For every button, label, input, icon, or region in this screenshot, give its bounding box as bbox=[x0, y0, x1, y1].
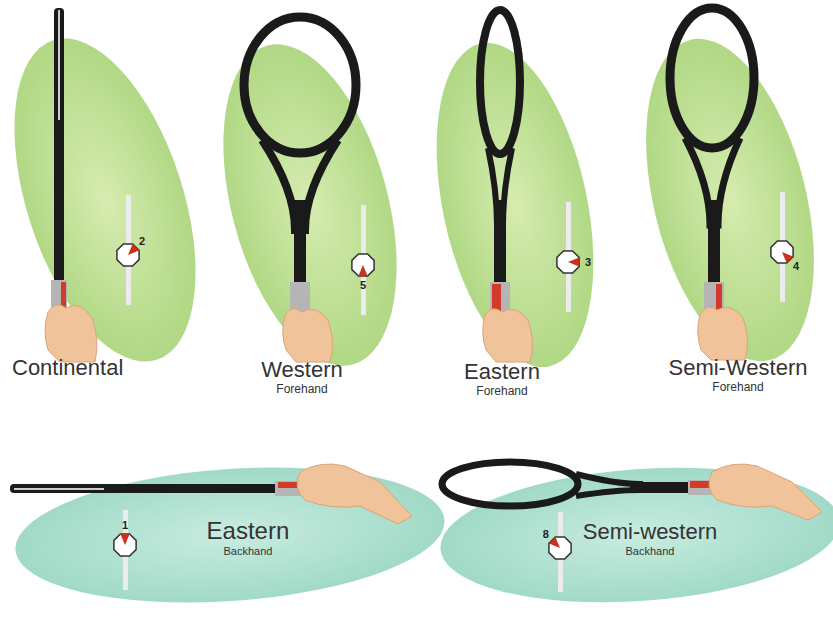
bevel-wedge bbox=[568, 257, 579, 266]
ground-ellipse bbox=[192, 25, 428, 384]
bevel-wedge bbox=[120, 534, 129, 545]
grip-subtitle: Forehand bbox=[276, 383, 327, 396]
racket bbox=[10, 481, 345, 496]
bevel-octagon bbox=[771, 241, 793, 263]
bevel-number: 1 bbox=[122, 519, 128, 531]
grip-name: Semi-western bbox=[583, 520, 717, 544]
bevel-wedge bbox=[782, 252, 793, 263]
racket bbox=[480, 10, 520, 350]
grip-name: Continental bbox=[12, 356, 123, 380]
ground-ellipse bbox=[0, 16, 231, 384]
bevel-number: 2 bbox=[139, 235, 145, 247]
bevel-octagon bbox=[117, 244, 139, 266]
bevel-number: 3 bbox=[585, 256, 591, 268]
racket bbox=[51, 8, 67, 350]
hand bbox=[45, 305, 822, 524]
grip-subtitle: Forehand bbox=[476, 385, 527, 398]
grip-subtitle: Backhand bbox=[626, 545, 675, 557]
bevel-octagon bbox=[352, 254, 374, 276]
bevel-number: 8 bbox=[543, 528, 549, 540]
bevel-number: 5 bbox=[360, 279, 366, 291]
ground-ellipse bbox=[436, 455, 833, 615]
bevel-wedge bbox=[358, 265, 367, 276]
grip-name: Eastern bbox=[207, 518, 290, 544]
grip-subtitle: Forehand bbox=[712, 381, 763, 394]
bevel-octagon bbox=[114, 534, 136, 556]
grip-name: Eastern bbox=[464, 360, 540, 384]
guide-bar bbox=[123, 192, 785, 592]
bevel-wedge bbox=[128, 244, 139, 255]
bevel-number: 4 bbox=[793, 260, 799, 272]
racket bbox=[244, 17, 356, 350]
grip-name: Western bbox=[261, 358, 343, 382]
bevel-octagon bbox=[557, 251, 579, 273]
ground-ellipse bbox=[410, 29, 619, 382]
racket bbox=[670, 8, 754, 350]
grip-subtitle: Backhand bbox=[224, 545, 273, 557]
ground-ellipse bbox=[616, 22, 833, 379]
grip-name: Semi-Western bbox=[669, 356, 808, 380]
ground-ellipse bbox=[11, 454, 449, 616]
bevel-octagon bbox=[549, 537, 571, 559]
bevel-wedge bbox=[549, 537, 560, 548]
